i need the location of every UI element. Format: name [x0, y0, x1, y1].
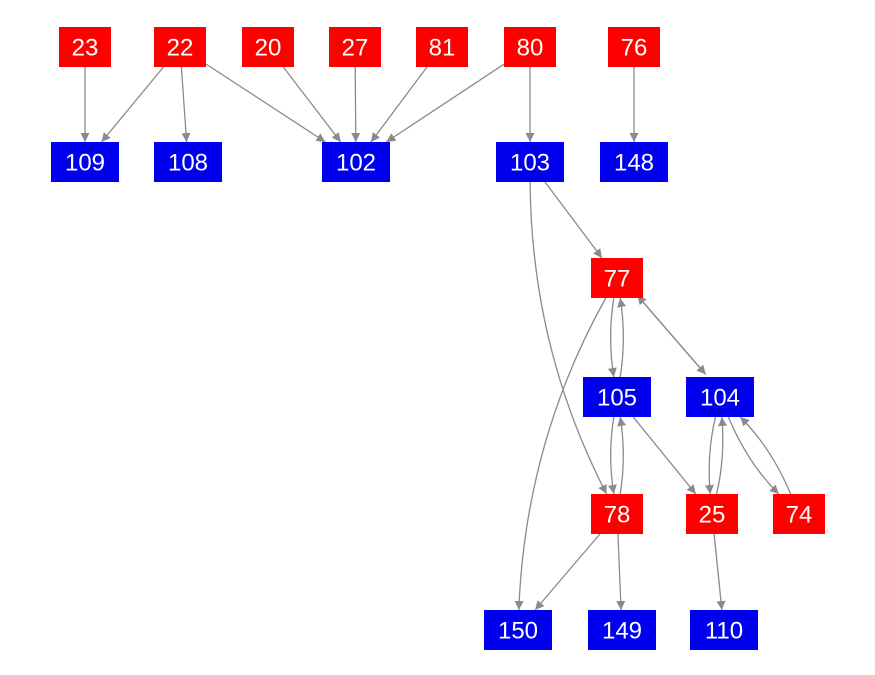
node-80-box — [504, 27, 556, 67]
node-105-box — [583, 377, 651, 417]
node-109: 109 — [51, 142, 119, 182]
node-74-box — [773, 494, 825, 534]
node-102: 102 — [322, 142, 390, 182]
node-148-label: 148 — [614, 150, 654, 177]
node-110: 110 — [690, 610, 758, 650]
node-80: 80 — [504, 27, 556, 67]
node-150-label: 150 — [498, 618, 538, 645]
node-108: 108 — [154, 142, 222, 182]
node-23-box — [59, 27, 111, 67]
edge-78-to-150 — [534, 533, 601, 611]
node-27-box — [329, 27, 381, 67]
node-81: 81 — [416, 27, 468, 67]
node-25-box — [686, 494, 738, 534]
edge-78-to-105 — [617, 416, 627, 495]
node-150-box — [484, 610, 552, 650]
node-110-box — [690, 610, 758, 650]
node-81-box — [416, 27, 468, 67]
node-27: 27 — [329, 27, 381, 67]
edge-25-to-110 — [713, 533, 726, 611]
node-76: 76 — [608, 27, 660, 67]
node-108-box — [154, 142, 222, 182]
edge-103-to-77 — [544, 181, 603, 259]
node-109-box — [51, 142, 119, 182]
node-78: 78 — [591, 494, 643, 534]
node-149-label: 149 — [602, 618, 642, 645]
edge-22-to-108 — [180, 66, 191, 143]
node-103: 103 — [496, 142, 564, 182]
node-23: 23 — [59, 27, 111, 67]
node-25: 25 — [686, 494, 738, 534]
edge-78-to-149 — [616, 533, 626, 611]
node-20-label: 20 — [255, 35, 282, 62]
node-109-label: 109 — [65, 150, 105, 177]
node-104-label: 104 — [700, 385, 740, 412]
node-76-box — [608, 27, 660, 67]
node-102-label: 102 — [336, 150, 376, 177]
node-150: 150 — [484, 610, 552, 650]
edge-25-to-104 — [715, 416, 728, 495]
node-22-box — [154, 27, 206, 67]
node-110-label: 110 — [705, 618, 743, 645]
node-22-label: 22 — [167, 35, 194, 62]
node-80-label: 80 — [517, 35, 544, 62]
node-76-label: 76 — [621, 35, 648, 62]
node-105-label: 105 — [597, 385, 637, 412]
node-105: 105 — [583, 377, 651, 417]
edge-105-to-25 — [632, 416, 697, 495]
node-102-box — [322, 142, 390, 182]
node-22: 22 — [154, 27, 206, 67]
node-77-label: 77 — [604, 266, 631, 293]
node-23-label: 23 — [72, 35, 99, 62]
node-27-label: 27 — [342, 35, 369, 62]
edge-77-to-150 — [514, 297, 607, 611]
edge-22-to-109 — [100, 66, 165, 143]
node-77: 77 — [591, 258, 643, 298]
edge-80-to-102 — [385, 63, 505, 143]
node-149: 149 — [588, 610, 656, 650]
edge-77-to-105 — [607, 297, 617, 378]
edge-103-to-78 — [529, 181, 608, 495]
node-20: 20 — [242, 27, 294, 67]
node-108-label: 108 — [168, 150, 208, 177]
node-74: 74 — [773, 494, 825, 534]
edge-104-to-77 — [636, 294, 707, 375]
node-77-box — [591, 258, 643, 298]
edge-104-to-25 — [704, 416, 717, 495]
node-78-label: 78 — [604, 502, 631, 529]
nodes-layer: 23 22 20 27 81 80 76 109 108 102 103 148 77 105 104 78 2… — [51, 27, 825, 650]
edge-20-to-102 — [282, 66, 342, 143]
node-78-box — [591, 494, 643, 534]
node-148-box — [600, 142, 668, 182]
edge-105-to-77 — [617, 297, 627, 378]
node-104: 104 — [686, 377, 754, 417]
node-103-box — [496, 142, 564, 182]
node-81-label: 81 — [429, 35, 456, 62]
edge-105-to-78 — [607, 416, 617, 495]
node-20-box — [242, 27, 294, 67]
edge-74-to-104 — [739, 416, 792, 495]
node-104-box — [686, 377, 754, 417]
node-74-label: 74 — [786, 502, 813, 529]
node-149-box — [588, 610, 656, 650]
edge-22-to-102 — [205, 63, 326, 143]
edge-104-to-74 — [727, 416, 780, 495]
node-25-label: 25 — [699, 502, 726, 529]
edge-27-to-102 — [351, 66, 361, 143]
node-103-label: 103 — [510, 150, 550, 177]
edge-81-to-102 — [370, 66, 428, 143]
node-148: 148 — [600, 142, 668, 182]
edges-layer — [80, 63, 792, 611]
